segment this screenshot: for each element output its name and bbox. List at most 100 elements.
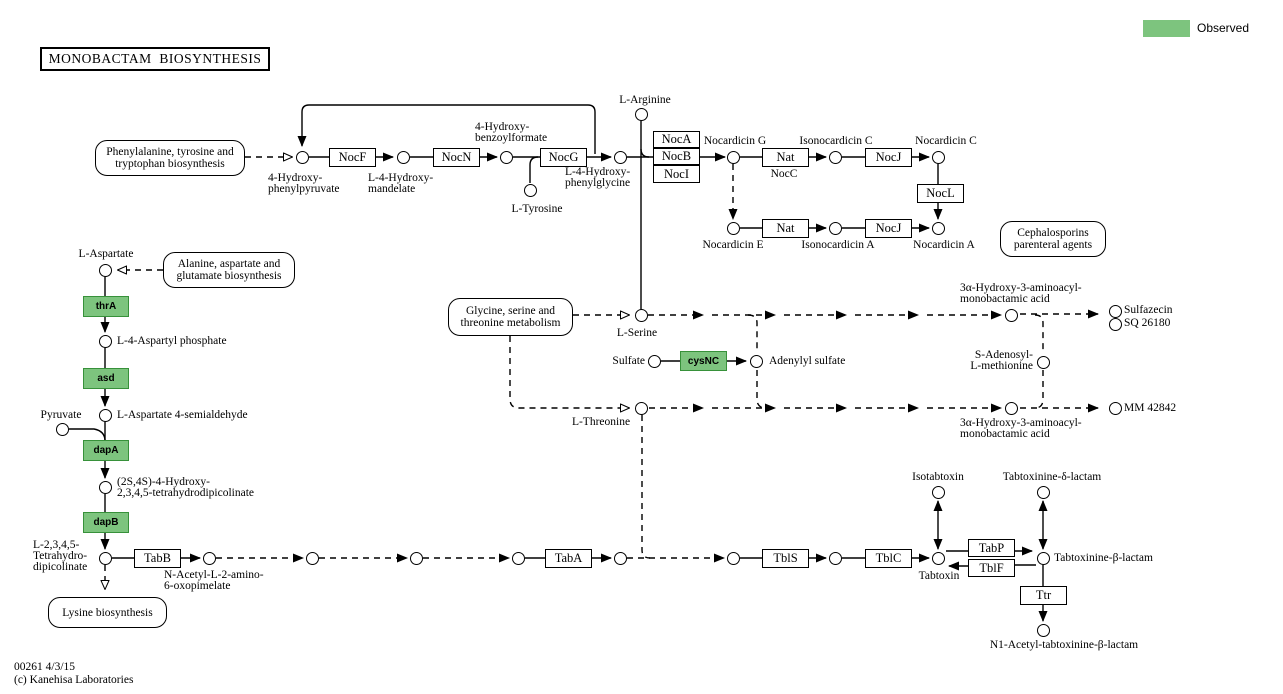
compound-l-aspartate[interactable] (98, 263, 112, 277)
gene-box-ttr[interactable]: Ttr (1020, 586, 1067, 605)
compound-l-4-aspartyl-phosphate[interactable] (98, 334, 112, 348)
compound-l-serine[interactable] (634, 308, 648, 322)
compound-intermediate-5[interactable] (726, 551, 740, 565)
pathway-lysine-biosynthesis[interactable]: Lysine biosynthesis (48, 597, 167, 628)
gene-label: NocI (664, 166, 689, 181)
label-n-acetyl-oxopimelate-line: N-Acetyl-L-2-amino- (164, 569, 264, 581)
compound-nocardicin-c[interactable] (931, 150, 945, 164)
compound-l-4-hydroxymandelate[interactable] (396, 150, 410, 164)
gene-box-nat[interactable]: Nat (762, 148, 809, 167)
compound-tabtoxinine-delta-lactam[interactable] (1036, 485, 1050, 499)
compound-l-tyrosine[interactable] (523, 183, 537, 197)
compound-tabtoxin[interactable] (931, 551, 945, 565)
gene-box-dapb[interactable]: dapB (83, 512, 129, 533)
compound-l-2345-tetrahydrodipicolinate[interactable] (98, 551, 112, 565)
gene-box-tblc[interactable]: TblC (865, 549, 912, 568)
gene-label: Nat (776, 221, 795, 235)
compound-3a-hydroxy-3-aminoacyl-monobactamic-acid-top[interactable] (1004, 308, 1018, 322)
compound-l-4-hydroxyphenylglycine[interactable] (613, 150, 627, 164)
label-3a-hydroxy-bottom-line: monobactamic acid (960, 428, 1050, 440)
gene-box-cysnc[interactable]: cysNC (680, 351, 727, 371)
gene-box-taba[interactable]: TabA (545, 549, 592, 568)
gene-label: Ttr (1035, 588, 1052, 602)
label-l-4-hydroxyphenylglycine-line: phenylglycine (565, 177, 631, 189)
compound-nocardicin-a[interactable] (931, 221, 945, 235)
map-footer: 00261 4/3/15 (c) Kanehisa Laboratories (14, 661, 133, 686)
label-4-hydroxybenzoylformate-line: benzoylformate (475, 132, 548, 144)
gene-box-tblf[interactable]: TblF (968, 559, 1015, 577)
label-l-4-aspartyl-phosphate-line: L-4-Aspartyl phosphate (117, 335, 227, 347)
pathway-glycine-serine-threonine-line: Glycine, serine and (465, 305, 556, 317)
compound-n-acetyl-l-2-amino-6-oxopimelate[interactable] (202, 551, 216, 565)
compound-adenylyl-sulfate[interactable] (749, 354, 763, 368)
gene-box-nocj[interactable]: NocJ (865, 148, 912, 167)
compound-l-arginine[interactable] (634, 107, 648, 121)
label-2s4s-tetrahydrodipicolinate-line: (2S,4S)-4-Hydroxy- (117, 476, 210, 488)
compound-tabtoxinine-beta-lactam[interactable] (1036, 551, 1050, 565)
compound-n1-acetyl-tabtoxinine-beta-lactam[interactable] (1036, 623, 1050, 637)
gene-box-nocb[interactable]: NocB (653, 148, 700, 165)
gene-box-nocf[interactable]: NocF (329, 148, 376, 167)
label-4-hydroxyphenylpyruvate-line: 4-Hydroxy- (268, 172, 323, 184)
compound-l-aspartate-4-semialdehyde[interactable] (98, 408, 112, 422)
gene-box-nocn[interactable]: NocN (433, 148, 480, 167)
compound-s-adenosyl-l-methionine[interactable] (1036, 355, 1050, 369)
label-nocardicin-c: Nocardicin C (915, 135, 977, 147)
connector (297, 104, 596, 154)
compound-isotabtoxin[interactable] (931, 485, 945, 499)
label-4-hydroxybenzoylformate-line: 4-Hydroxy- (475, 121, 530, 133)
gene-box-nat[interactable]: Nat (762, 219, 809, 238)
map-copyright: (c) Kanehisa Laboratories (14, 673, 134, 686)
compound-2s4s-4-hydroxy-tetrahydrodipicolinate[interactable] (98, 480, 112, 494)
gene-box-asd[interactable]: asd (83, 368, 129, 389)
gene-box-noca[interactable]: NocA (653, 131, 700, 148)
compound-l-threonine[interactable] (634, 401, 648, 415)
label-l-serine-line: L-Serine (616, 327, 658, 339)
compound-4-hydroxyphenylpyruvate[interactable] (295, 150, 309, 164)
compound-3a-hydroxy-3-aminoacyl-monobactamic-acid-bottom[interactable] (1004, 401, 1018, 415)
label-tabtoxinine-delta-lactam: Tabtoxinine-δ-lactam (1003, 471, 1102, 483)
label-adenylyl-sulfate: Adenylyl sulfate (769, 355, 845, 367)
connector (747, 314, 758, 353)
label-l-tyrosine-line: L-Tyrosine (511, 203, 563, 215)
label-l-tyrosine: L-Tyrosine (511, 203, 563, 215)
label-pyruvate-line: Pyruvate (40, 409, 82, 421)
gene-label: Nat (776, 150, 795, 164)
gene-box-dapa[interactable]: dapA (83, 440, 129, 461)
label-l-4-aspartyl-phosphate: L-4-Aspartyl phosphate (117, 335, 227, 347)
gene-box-nocj[interactable]: NocJ (865, 219, 912, 238)
compound-intermediate-3[interactable] (511, 551, 525, 565)
compound-sulfate[interactable] (647, 354, 661, 368)
label-nocardicin-a-line: Nocardicin A (913, 239, 975, 251)
gene-box-tabp[interactable]: TabP (968, 539, 1015, 557)
compound-intermediate-6[interactable] (828, 551, 842, 565)
label-l-2345-tetrahydrodipicolinate-line: L-2,3,4,5- (33, 539, 80, 551)
compound-isonocardicin-a[interactable] (828, 221, 842, 235)
compound-4-hydroxybenzoylformate[interactable] (499, 150, 513, 164)
compound-sq-26180[interactable] (1108, 317, 1122, 331)
gene-box-tbls[interactable]: TblS (762, 549, 809, 568)
gene-box-nocl[interactable]: NocL (917, 184, 964, 203)
compound-nocardicin-g[interactable] (726, 150, 740, 164)
gene-box-noci[interactable]: NocI (653, 165, 700, 183)
compound-pyruvate[interactable] (55, 422, 69, 436)
gene-box-nocg[interactable]: NocG (540, 148, 587, 167)
gene-box-thra[interactable]: thrA (83, 296, 129, 317)
pathway-phenylalanine-tyrosine-tryptophan-line: Phenylalanine, tyrosine and (106, 146, 234, 158)
compound-intermediate-2[interactable] (409, 551, 423, 565)
label-n1-acetyl-tabtoxinine-beta-lactam-line: N1-Acetyl-tabtoxinine-β-lactam (989, 639, 1139, 651)
compound-intermediate-1[interactable] (305, 551, 319, 565)
gene-box-tabb[interactable]: TabB (134, 549, 181, 568)
gene-label: TabB (144, 551, 171, 565)
compound-sulfazecin[interactable] (1108, 304, 1122, 318)
gene-label: NocF (338, 150, 367, 164)
compound-nocardicin-e[interactable] (726, 221, 740, 235)
compound-mm-42842[interactable] (1108, 401, 1122, 415)
compound-intermediate-4[interactable] (613, 551, 627, 565)
compound-isonocardicin-c[interactable] (828, 150, 842, 164)
